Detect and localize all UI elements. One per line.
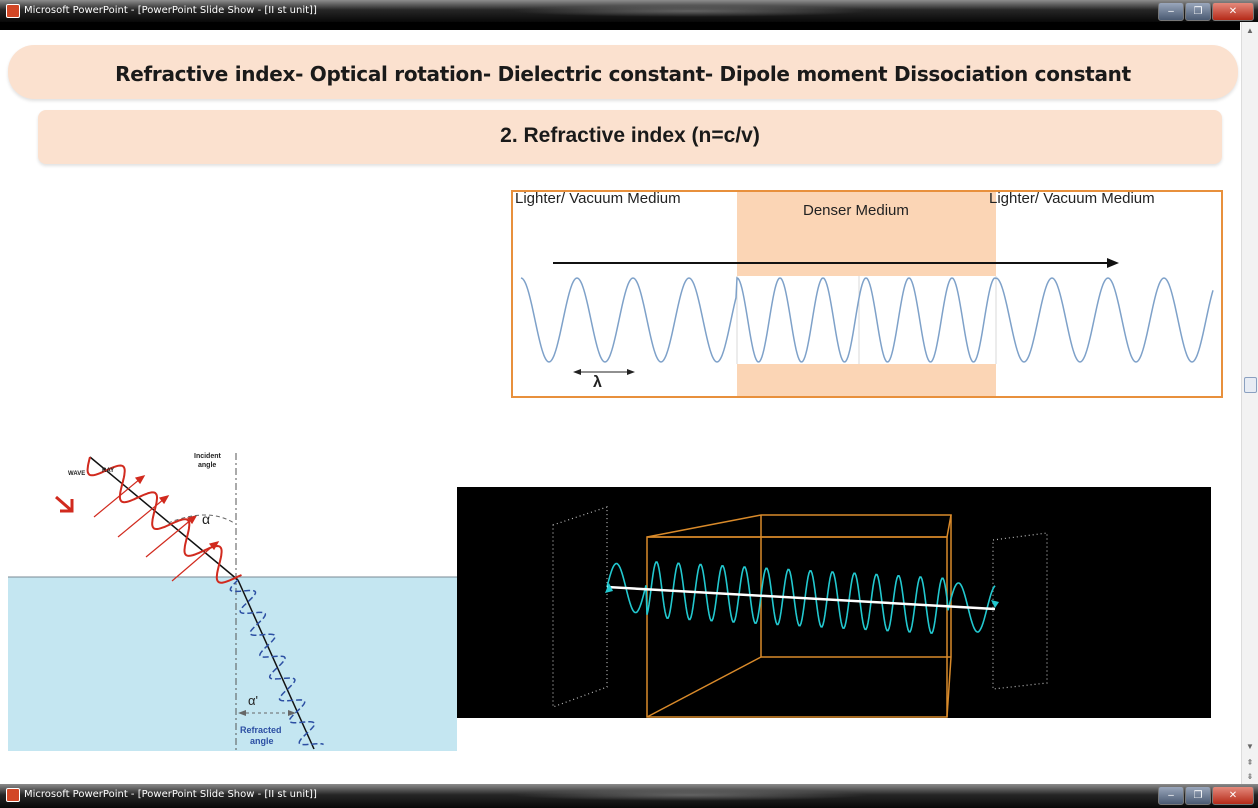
wave-animation-figure: [457, 487, 1211, 718]
incident-angle-label-1: Incident: [194, 453, 221, 460]
refraction-figure: WAVE RAY Incident angle α α' Refracted a…: [8, 445, 457, 751]
bottom-window-controls: – ❐ ✕: [1157, 786, 1254, 805]
left-medium-label: Lighter/ Vacuum Medium: [515, 190, 681, 207]
powerpoint-app-icon: [6, 4, 20, 18]
window-controls: – ❐ ✕: [1157, 2, 1254, 21]
bottom-window-titlebar: Microsoft PowerPoint - [PowerPoint Slide…: [0, 784, 1258, 808]
slide-top-strip: [0, 22, 1240, 30]
bottom-powerpoint-app-icon: [6, 788, 20, 802]
vertical-scrollbar[interactable]: ▲ ▼ ⇞ ⇟: [1241, 22, 1258, 784]
window-title: Microsoft PowerPoint - [PowerPoint Slide…: [24, 5, 317, 16]
alpha-prime-symbol: α': [248, 693, 258, 708]
close-button[interactable]: ✕: [1212, 2, 1254, 21]
dotted-planes: [552, 506, 1048, 708]
right-medium-label: Lighter/ Vacuum Medium: [989, 190, 1155, 207]
denser-medium-label: Denser Medium: [803, 202, 909, 219]
bottom-restore-button[interactable]: ❐: [1185, 786, 1211, 805]
restore-button[interactable]: ❐: [1185, 2, 1211, 21]
refracted-wave: [229, 579, 324, 746]
section-title-banner: 2. Refractive index (n=c/v): [38, 110, 1222, 164]
section-title: 2. Refractive index (n=c/v): [500, 124, 760, 147]
topic-banner-text: Refractive index- Optical rotation- Diel…: [115, 62, 1131, 86]
alpha-symbol: α: [202, 511, 211, 527]
wavelength-symbol: λ: [593, 374, 602, 391]
next-slide-icon[interactable]: ⇟: [1246, 772, 1254, 781]
bottom-close-button[interactable]: ✕: [1212, 786, 1254, 805]
refraction-figure-svg: [8, 445, 457, 751]
topic-banner: Refractive index- Optical rotation- Diel…: [8, 45, 1238, 99]
incident-angle-label-2: angle: [198, 462, 217, 469]
right-marker-icon: [991, 600, 999, 608]
titlebar-glow: [510, 5, 870, 17]
water-region: [8, 577, 457, 751]
medium-diagram-svg: [511, 190, 1223, 398]
medium-box: [646, 514, 952, 718]
incident-ray: [89, 456, 239, 581]
scroll-up-arrow-icon[interactable]: ▲: [1246, 26, 1254, 35]
incident-wave: [86, 456, 242, 584]
minimize-button[interactable]: –: [1158, 2, 1184, 21]
denser-medium-top-fill: [737, 191, 996, 276]
medium-diagram: Lighter/ Vacuum Medium Denser Medium Lig…: [511, 190, 1223, 398]
bottom-window-title: Microsoft PowerPoint - [PowerPoint Slide…: [24, 789, 317, 800]
bottom-titlebar-glow: [510, 789, 870, 801]
left-marker-icon: [605, 583, 613, 593]
prev-slide-icon[interactable]: ⇞: [1246, 758, 1254, 767]
window-titlebar: Microsoft PowerPoint - [PowerPoint Slide…: [0, 0, 1258, 22]
denser-medium-bottom-fill: [737, 364, 996, 397]
animated-wave: [606, 561, 996, 634]
refracted-ray: [237, 579, 315, 750]
wave-animation-svg: [552, 506, 1048, 718]
direction-arrowhead-icon: [1107, 258, 1119, 268]
bottom-minimize-button[interactable]: –: [1158, 786, 1184, 805]
scrollbar-thumb[interactable]: [1244, 377, 1257, 393]
ray-label: RAY: [102, 468, 115, 474]
wave-curve: [520, 276, 1214, 363]
medium-diagram-border: [511, 190, 1223, 398]
propagation-axis: [606, 585, 996, 611]
refracted-angle-label-2: angle: [250, 736, 274, 746]
wavefront-arrows: [93, 475, 220, 582]
wave-label: WAVE: [68, 471, 86, 477]
scroll-down-arrow-icon[interactable]: ▼: [1246, 742, 1254, 751]
incoming-arrow-icon: [55, 495, 74, 513]
refracted-angle-label-1: Refracted: [240, 725, 282, 735]
